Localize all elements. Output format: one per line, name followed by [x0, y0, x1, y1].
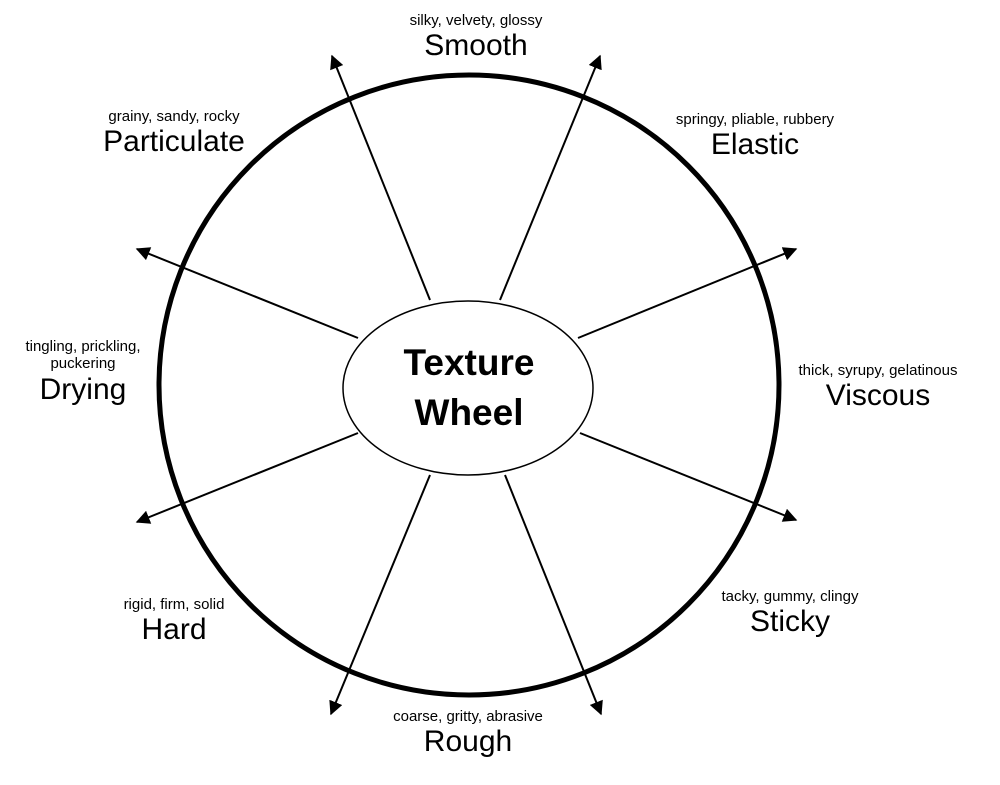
arrow-rough-right — [504, 474, 603, 716]
label-sticky-descriptors: tacky, gummy, clingy — [721, 588, 859, 605]
label-smooth-title: Smooth — [424, 29, 528, 63]
label-elastic-title: Elastic — [710, 128, 800, 162]
label-rough-descriptors: coarse, gritty, abrasive — [393, 708, 543, 725]
label-elastic: springy, pliable, rubbery Elastic — [640, 111, 870, 163]
center-ellipse — [342, 300, 594, 476]
label-viscous-descriptors: thick, syrupy, gelatinous — [798, 362, 958, 379]
label-smooth: silky, velvety, glossy Smooth — [356, 12, 596, 64]
label-sticky-title: Sticky — [749, 605, 830, 639]
label-particulate: grainy, sandy, rocky Particulate — [74, 108, 274, 160]
label-hard: rigid, firm, solid Hard — [94, 596, 254, 648]
label-rough: coarse, gritty, abrasive Rough — [358, 708, 578, 760]
label-smooth-descriptors: silky, velvety, glossy — [409, 12, 543, 29]
center-title: Texture Wheel — [330, 338, 608, 438]
label-rough-title: Rough — [423, 725, 513, 759]
center-title-line2: Wheel — [414, 392, 524, 433]
outer-circle — [156, 72, 782, 698]
arrow-hard-drying — [135, 432, 359, 524]
label-drying-descriptors: tingling, prickling, puckering — [25, 338, 141, 373]
label-viscous-title: Viscous — [825, 379, 931, 413]
center-title-line1: Texture — [403, 342, 535, 383]
arrow-smooth-right — [499, 54, 602, 301]
label-particulate-title: Particulate — [103, 125, 245, 159]
label-drying-title: Drying — [39, 372, 127, 406]
label-elastic-descriptors: springy, pliable, rubbery — [675, 111, 835, 128]
arrow-smooth-left — [330, 54, 431, 301]
label-hard-title: Hard — [141, 613, 207, 647]
arrow-viscous-sticky — [579, 432, 798, 522]
arrow-drying-particulate — [135, 247, 359, 339]
label-sticky: tacky, gummy, clingy Sticky — [690, 588, 890, 640]
label-hard-descriptors: rigid, firm, solid — [123, 596, 225, 613]
arrow-elastic-viscous — [577, 247, 798, 339]
arrow-rough-left — [329, 474, 431, 716]
label-drying: tingling, prickling, puckering Drying — [8, 338, 158, 407]
label-particulate-descriptors: grainy, sandy, rocky — [108, 108, 240, 125]
label-viscous: thick, syrupy, gelatinous Viscous — [778, 362, 978, 414]
